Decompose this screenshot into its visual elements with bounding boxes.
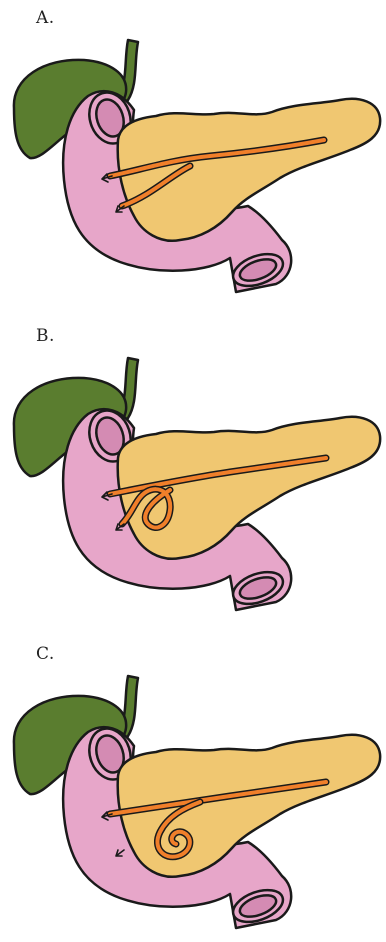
pancreas-diagram-c bbox=[0, 636, 386, 936]
panel-b: B. bbox=[0, 318, 386, 618]
panel-a: A. bbox=[0, 0, 386, 300]
pancreas-diagram-a bbox=[0, 0, 386, 300]
panel-c: C. bbox=[0, 636, 386, 936]
pancreas-diagram-b bbox=[0, 318, 386, 618]
